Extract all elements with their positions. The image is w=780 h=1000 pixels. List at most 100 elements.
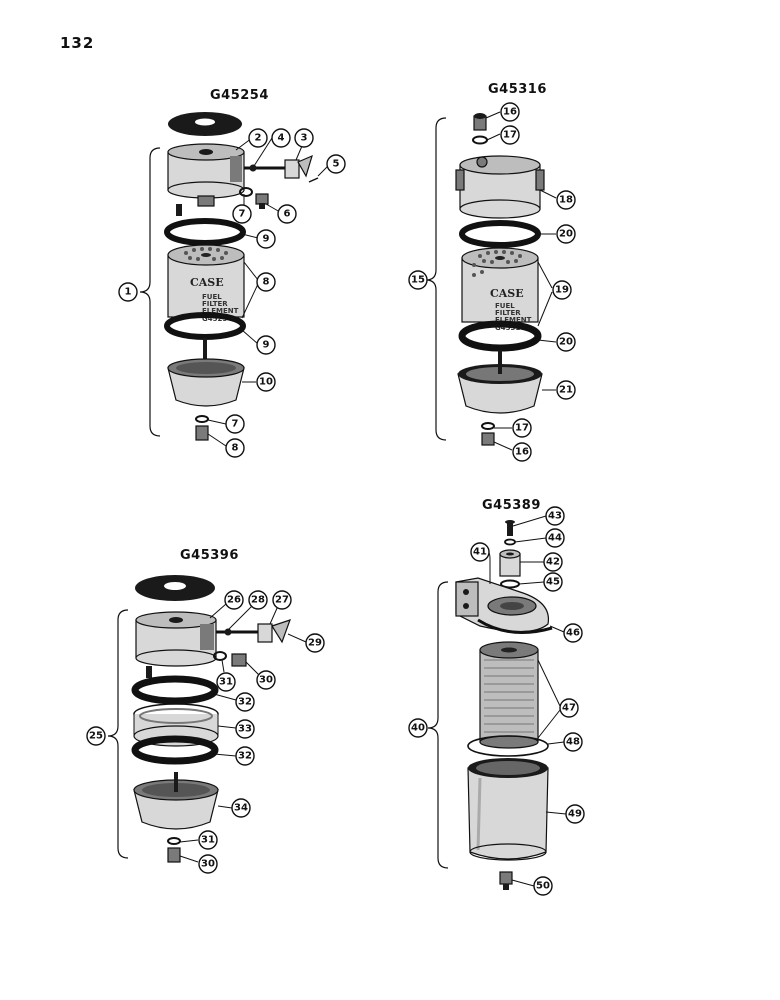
svg-text:46: 46 [566, 628, 580, 639]
callout-32b: 32 [235, 746, 255, 766]
callout-48: 48 [563, 732, 583, 752]
svg-text:44: 44 [548, 533, 562, 544]
callout-34: 34 [231, 798, 251, 818]
callout-20b: 20 [556, 332, 576, 352]
callout-29: 29 [305, 633, 325, 653]
callout-7b: 7 [225, 414, 245, 434]
callout-49: 49 [565, 804, 585, 824]
assembly-title-2: G45316 [488, 82, 547, 97]
element-line-3-2: ELEMENT [495, 316, 532, 324]
filter-head-2 [455, 155, 545, 219]
adapter-sleeve [499, 549, 521, 577]
svg-text:50: 50 [536, 881, 550, 892]
callout-9a: 9 [256, 229, 276, 249]
washer-bottom-3 [167, 837, 181, 845]
washer-top [472, 135, 488, 145]
filter-element-2: CASE FUEL FILTER ELEMENT G45316 [461, 247, 539, 332]
seal-ring-upper [164, 218, 246, 246]
brace-3 [107, 609, 129, 859]
svg-text:30: 30 [259, 675, 273, 686]
drain-plug-2 [481, 432, 495, 446]
svg-text:29: 29 [308, 638, 322, 649]
svg-text:17: 17 [503, 130, 517, 141]
svg-text:41: 41 [473, 547, 487, 558]
filter-bowl [167, 358, 245, 407]
vent-plug-top [473, 113, 487, 131]
svg-text:42: 42 [546, 557, 560, 568]
element-brand-2: CASE [490, 287, 524, 300]
svg-text:1: 1 [125, 287, 132, 298]
svg-text:31: 31 [201, 835, 215, 846]
svg-text:7: 7 [232, 419, 239, 430]
svg-text:49: 49 [568, 809, 582, 820]
svg-text:47: 47 [562, 703, 576, 714]
bleed-screw-assy-3 [216, 619, 291, 644]
bowl-seal [467, 735, 549, 757]
gasket-disc [168, 112, 242, 136]
svg-text:5: 5 [333, 159, 340, 170]
svg-text:28: 28 [251, 595, 265, 606]
callout-28: 28 [248, 590, 268, 610]
assembly-title-3: G45396 [180, 548, 239, 563]
callouts: 1 2 3 4 5 6 7 8 9 9 10 7 8 15 16 17 18 1… [86, 102, 585, 896]
callout-27: 27 [272, 590, 292, 610]
assembly-g45389 [427, 515, 567, 890]
page-number: 132 [60, 34, 95, 52]
assembly-title-4: G45389 [482, 498, 541, 513]
callout-20a: 20 [556, 224, 576, 244]
callout-47: 47 [559, 698, 579, 718]
brace-1 [139, 147, 161, 437]
svg-text:3: 3 [301, 133, 308, 144]
callout-26: 26 [224, 590, 244, 610]
callout-1: 1 [118, 282, 138, 302]
callout-42: 42 [543, 552, 563, 572]
bleed-screw-assy [244, 154, 319, 183]
element-line-1: FUEL [202, 293, 222, 301]
drain-plug [195, 425, 209, 441]
svg-text:9: 9 [263, 340, 270, 351]
svg-text:8: 8 [263, 277, 270, 288]
svg-text:4: 4 [278, 133, 285, 144]
top-bolt [505, 520, 515, 536]
element-brand: CASE [190, 276, 224, 289]
svg-text:18: 18 [559, 195, 573, 206]
element-part-number-2: G45316 [495, 324, 525, 332]
washer-and-plug [239, 187, 269, 209]
svg-text:7: 7 [239, 209, 246, 220]
callout-19: 19 [552, 280, 572, 300]
callout-2: 2 [248, 128, 268, 148]
svg-text:34: 34 [234, 803, 248, 814]
filter-head-4 [455, 577, 553, 634]
washer-bottom [195, 415, 209, 423]
callout-5: 5 [326, 154, 346, 174]
svg-text:15: 15 [411, 275, 425, 286]
callout-16a: 16 [500, 102, 520, 122]
drain-plug-4 [499, 871, 513, 885]
callout-6: 6 [277, 204, 297, 224]
assembly-g45254: CASE FUEL FILTER ELEMENT G45254 [139, 112, 329, 447]
svg-text:2: 2 [255, 133, 262, 144]
svg-text:43: 43 [548, 511, 562, 522]
filter-element-4 [479, 641, 539, 749]
callout-17a: 17 [500, 125, 520, 145]
svg-text:9: 9 [263, 234, 270, 245]
svg-text:16: 16 [503, 107, 517, 118]
svg-text:21: 21 [559, 385, 573, 396]
svg-text:45: 45 [546, 577, 560, 588]
svg-text:48: 48 [566, 737, 580, 748]
callout-15: 15 [408, 270, 428, 290]
callout-10: 10 [256, 372, 276, 392]
brace-4 [427, 581, 449, 869]
svg-text:26: 26 [227, 595, 241, 606]
filter-head-3 [135, 611, 217, 667]
callout-3: 3 [294, 128, 314, 148]
filter-element: CASE FUEL FILTER ELEMENT G45254 [167, 244, 245, 323]
callout-16b: 16 [512, 442, 532, 462]
svg-text:20: 20 [559, 229, 573, 240]
callout-30b: 30 [198, 854, 218, 874]
callout-40: 40 [408, 718, 428, 738]
washer-bottom-2 [481, 422, 495, 430]
svg-text:33: 33 [238, 724, 252, 735]
drain-plug-3 [167, 847, 181, 863]
element-line-2: FILTER [202, 300, 228, 308]
